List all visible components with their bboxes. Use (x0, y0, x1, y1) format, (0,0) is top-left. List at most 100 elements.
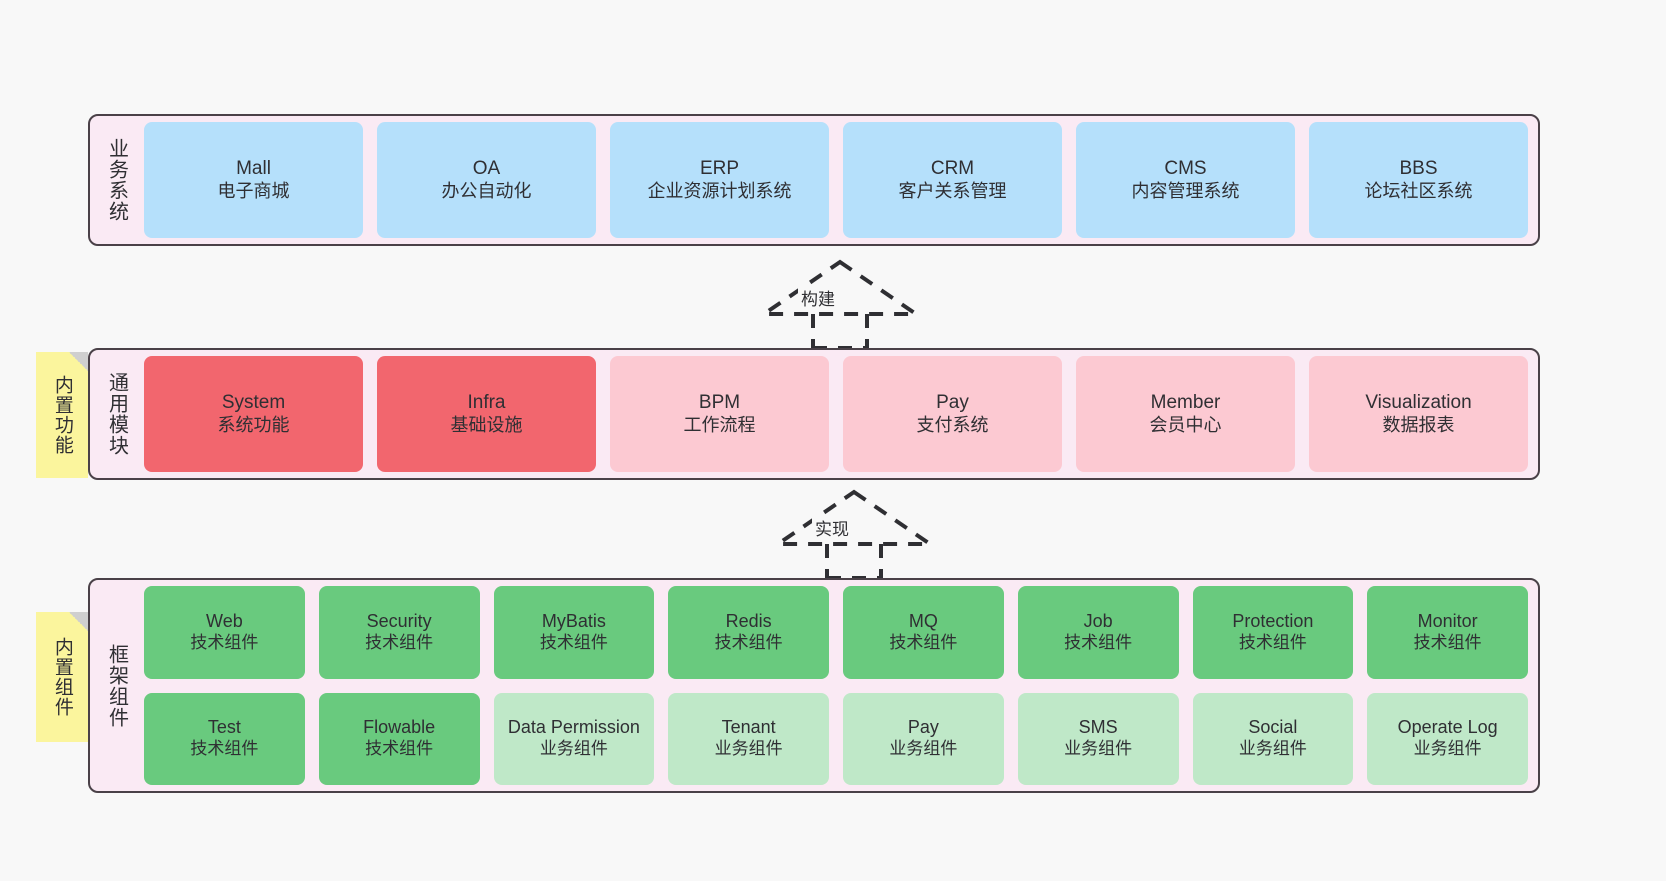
card-subtitle: 业务组件 (1064, 739, 1133, 759)
card-title: Mall (236, 158, 271, 180)
card-subtitle: 技术组件 (190, 739, 259, 759)
card-title: Pay (936, 392, 969, 414)
card-subtitle: 技术组件 (190, 632, 259, 652)
card-bpm[interactable]: BPM 工作流程 (610, 356, 829, 472)
card-tenant[interactable]: Tenant 业务组件 (668, 692, 829, 785)
card-visualization[interactable]: Visualization 数据报表 (1309, 356, 1528, 472)
card-member[interactable]: Member 会员中心 (1076, 356, 1295, 472)
card-title: MQ (908, 610, 938, 631)
card-protection[interactable]: Protection 技术组件 (1192, 586, 1354, 679)
card-cms[interactable]: CMS 内容管理系统 (1076, 122, 1295, 238)
card-subtitle: 工作流程 (683, 414, 756, 435)
card-title: Security (366, 610, 432, 631)
card-title: Flowable (363, 717, 436, 738)
card-operate-log[interactable]: Operate Log 业务组件 (1367, 692, 1528, 785)
card-subtitle: 内容管理系统 (1131, 180, 1240, 201)
card-redis[interactable]: Redis 技术组件 (668, 586, 829, 679)
card-subtitle: 技术组件 (365, 632, 434, 652)
card-row: Test 技术组件 Flowable 技术组件 Data Permission … (144, 692, 1528, 785)
note-built-in-components: 内置组件 (36, 612, 88, 742)
card-flowable[interactable]: Flowable 技术组件 (318, 692, 480, 785)
card-job[interactable]: Job 技术组件 (1017, 586, 1179, 679)
card-subtitle: 技术组件 (1413, 632, 1482, 652)
card-subtitle: 客户关系管理 (898, 180, 1007, 201)
layer-framework-components: 框架组件 Web 技术组件 Security 技术组件 MyBatis 技术组件… (88, 578, 1540, 793)
card-title: Job (1083, 610, 1113, 631)
card-erp[interactable]: ERP 企业资源计划系统 (610, 122, 829, 238)
card-title: BPM (698, 392, 741, 414)
card-title: ERP (699, 158, 740, 180)
card-row: Web 技术组件 Security 技术组件 MyBatis 技术组件 Redi… (144, 586, 1528, 679)
card-subtitle: 基础设施 (450, 414, 523, 435)
card-mall[interactable]: Mall 电子商城 (144, 122, 363, 238)
card-subtitle: 业务组件 (714, 739, 783, 759)
card-title: Visualization (1365, 392, 1472, 414)
card-subtitle: 业务组件 (539, 739, 608, 759)
card-title: BBS (1399, 158, 1438, 180)
card-title: Test (207, 717, 241, 738)
layer-body-common-modules: System 系统功能 Infra 基础设施 BPM 工作流程 Pay 支付系统… (136, 356, 1528, 472)
card-infra[interactable]: Infra 基础设施 (377, 356, 596, 472)
card-subtitle: 技术组件 (1064, 632, 1133, 652)
card-title: Infra (467, 392, 506, 414)
note-label: 内置组件 (51, 637, 73, 717)
card-subtitle: 业务组件 (889, 739, 958, 759)
generalization-arrow-icon (771, 489, 937, 580)
card-title: OA (472, 158, 501, 180)
card-title: Tenant (721, 717, 776, 738)
card-system[interactable]: System 系统功能 (144, 356, 363, 472)
card-subtitle: 会员中心 (1149, 414, 1222, 435)
card-title: Member (1150, 392, 1221, 414)
card-subtitle: 系统功能 (217, 414, 290, 435)
card-subtitle: 业务组件 (1413, 739, 1482, 759)
card-pay[interactable]: Pay 支付系统 (843, 356, 1062, 472)
note-built-in-functions: 内置功能 (36, 352, 88, 478)
card-mq[interactable]: MQ 技术组件 (843, 586, 1004, 679)
card-subtitle: 技术组件 (1238, 632, 1307, 652)
card-subtitle: 业务组件 (1238, 739, 1307, 759)
card-oa[interactable]: OA 办公自动化 (377, 122, 596, 238)
card-social[interactable]: Social 业务组件 (1192, 692, 1354, 785)
card-title: CRM (930, 158, 975, 180)
card-title: Redis (725, 610, 772, 631)
card-title: Monitor (1417, 610, 1478, 631)
card-row: System 系统功能 Infra 基础设施 BPM 工作流程 Pay 支付系统… (144, 356, 1528, 472)
card-subtitle: 技术组件 (889, 632, 958, 652)
card-title: Operate Log (1397, 717, 1498, 738)
connector-label: 实现 (812, 515, 852, 540)
card-title: CMS (1164, 158, 1207, 180)
card-subtitle: 支付系统 (916, 414, 989, 435)
card-security[interactable]: Security 技术组件 (318, 586, 480, 679)
card-subtitle: 数据报表 (1382, 414, 1455, 435)
layer-title-common-modules: 通用模块 (105, 372, 128, 456)
card-bbs[interactable]: BBS 论坛社区系统 (1309, 122, 1528, 238)
card-subtitle: 论坛社区系统 (1364, 180, 1473, 201)
connector-implement: 实现 (766, 488, 942, 580)
layer-common-modules: 通用模块 System 系统功能 Infra 基础设施 BPM 工作流程 Pay… (88, 348, 1540, 480)
note-label: 内置功能 (51, 375, 73, 455)
card-title: Web (206, 610, 243, 631)
card-title: Social (1248, 717, 1298, 738)
card-title: Pay (907, 717, 939, 738)
card-test[interactable]: Test 技术组件 (144, 692, 305, 785)
card-mybatis[interactable]: MyBatis 技术组件 (493, 586, 655, 679)
card-web[interactable]: Web 技术组件 (144, 586, 305, 679)
card-data-permission[interactable]: Data Permission 业务组件 (493, 692, 655, 785)
card-subtitle: 电子商城 (217, 180, 290, 201)
card-subtitle: 企业资源计划系统 (647, 180, 792, 201)
card-title: MyBatis (541, 610, 606, 631)
card-sms[interactable]: SMS 业务组件 (1017, 692, 1179, 785)
card-subtitle: 技术组件 (365, 739, 434, 759)
card-title: Data Permission (507, 717, 640, 738)
layer-title-business-system: 业务系统 (105, 138, 128, 222)
card-pay-business[interactable]: Pay 业务组件 (843, 692, 1004, 785)
layer-title-framework-components: 框架组件 (105, 643, 128, 728)
layer-body-business-system: Mall 电子商城 OA 办公自动化 ERP 企业资源计划系统 CRM 客户关系… (136, 122, 1528, 238)
card-monitor[interactable]: Monitor 技术组件 (1367, 586, 1528, 679)
card-title: Protection (1232, 610, 1314, 631)
layer-business-system: 业务系统 Mall 电子商城 OA 办公自动化 ERP 企业资源计划系统 CRM… (88, 114, 1540, 246)
card-crm[interactable]: CRM 客户关系管理 (843, 122, 1062, 238)
connector-label: 构建 (798, 285, 838, 310)
card-title: SMS (1078, 717, 1118, 738)
